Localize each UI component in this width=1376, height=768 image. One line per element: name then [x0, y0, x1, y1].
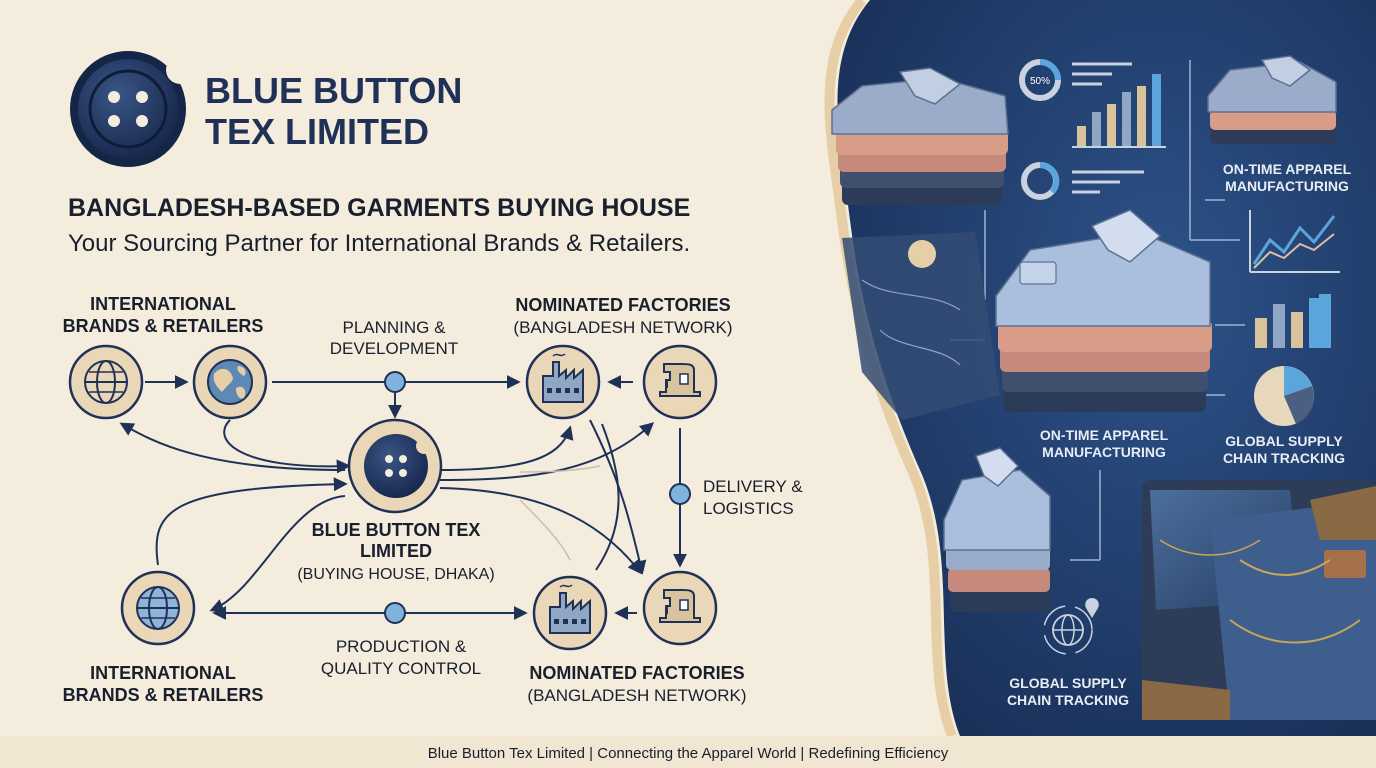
- folded-shirt-stack-bottom-icon: [943, 447, 1051, 612]
- folded-shirt-stack-center-icon: [995, 209, 1212, 412]
- headline: BANGLADESH-BASED GARMENTS BUYING HOUSE: [68, 194, 690, 222]
- brands-top-label-2: BRANDS & RETAILERS: [63, 316, 264, 336]
- ontime-mid-label-1: ON-TIME APPAREL: [1040, 427, 1169, 443]
- sewing-machine-bottom-icon: [642, 570, 718, 646]
- earth-globe-icon: [192, 344, 268, 420]
- jeans-leather-patch: [1324, 550, 1366, 578]
- pie-chart-icon: [1254, 366, 1314, 426]
- planning-label-2: DEVELOPMENT: [330, 339, 458, 358]
- footer-text: Blue Button Tex Limited | Connecting the…: [428, 745, 949, 762]
- ontime-mid-label-2: MANUFACTURING: [1042, 444, 1166, 460]
- brands-bottom-label-2: BRANDS & RETAILERS: [63, 685, 264, 705]
- bar-chart-right-icon: [1255, 294, 1331, 348]
- ontime-top-label-2: MANUFACTURING: [1225, 178, 1349, 194]
- hub-label-1: BLUE BUTTON TEX: [312, 520, 481, 540]
- production-node-dot: [384, 602, 406, 624]
- factories-top-label-2: (BANGLADESH NETWORK): [513, 318, 732, 337]
- brand-name-line1: BLUE BUTTON: [205, 70, 462, 111]
- globe-bottom-icon: [120, 570, 196, 646]
- button-hole-icon: [108, 91, 120, 103]
- stat-text-lines: [1072, 62, 1144, 194]
- globe-icon: [68, 344, 144, 420]
- delivery-node-dot: [669, 483, 691, 505]
- footer-bar: [0, 736, 1376, 768]
- brands-top-label-1: INTERNATIONAL: [90, 294, 236, 314]
- donut-stat-widget: [1019, 59, 1061, 101]
- supply-bottom-label-1: GLOBAL SUPPLY: [1009, 675, 1127, 691]
- global-tracking-icon: [1043, 598, 1099, 655]
- ring-chart-icon: [1021, 161, 1060, 200]
- hub-button-icon: [347, 418, 443, 514]
- folded-shirt-stack-icon: [831, 67, 1009, 205]
- supply-right-label-1: GLOBAL SUPPLY: [1225, 433, 1343, 449]
- factory-icon: [525, 344, 601, 420]
- line-chart-icon: [1249, 210, 1340, 273]
- faint-connectors: [519, 465, 601, 561]
- design-sketch-paper: [842, 232, 1000, 420]
- logo-bite: [166, 56, 194, 84]
- folded-shirt-stack-right-icon: [1207, 55, 1337, 144]
- ontime-top-label-1: ON-TIME APPAREL: [1223, 161, 1352, 177]
- brand-name-line2: TEX LIMITED: [205, 111, 429, 152]
- brands-bottom-label-1: INTERNATIONAL: [90, 663, 236, 683]
- brand-logo: [70, 51, 194, 167]
- delivery-label-2: LOGISTICS: [703, 499, 794, 518]
- bar-chart-icon: [1072, 74, 1166, 148]
- jeans-photo: [1142, 480, 1376, 720]
- hub-label-2: LIMITED: [360, 541, 432, 561]
- planning-node-dot: [384, 371, 406, 393]
- planning-label-1: PLANNING &: [343, 318, 447, 337]
- factories-top-label-1: NOMINATED FACTORIES: [515, 295, 730, 315]
- production-label-2: QUALITY CONTROL: [321, 659, 481, 678]
- subheadline: Your Sourcing Partner for International …: [68, 230, 690, 257]
- supply-right-label-2: CHAIN TRACKING: [1223, 450, 1345, 466]
- delivery-label-1: DELIVERY &: [703, 477, 803, 496]
- supply-bottom-label-2: CHAIN TRACKING: [1007, 692, 1129, 708]
- factories-bottom-label-1: NOMINATED FACTORIES: [529, 663, 744, 683]
- donut-stat-label: 50%: [1030, 76, 1050, 87]
- sewing-machine-icon: [642, 344, 718, 420]
- production-label-1: PRODUCTION &: [336, 637, 467, 656]
- factories-bottom-label-2: (BANGLADESH NETWORK): [527, 686, 746, 705]
- hub-label-3: (BUYING HOUSE, DHAKA): [297, 566, 494, 583]
- factory-bottom-icon: [532, 575, 608, 651]
